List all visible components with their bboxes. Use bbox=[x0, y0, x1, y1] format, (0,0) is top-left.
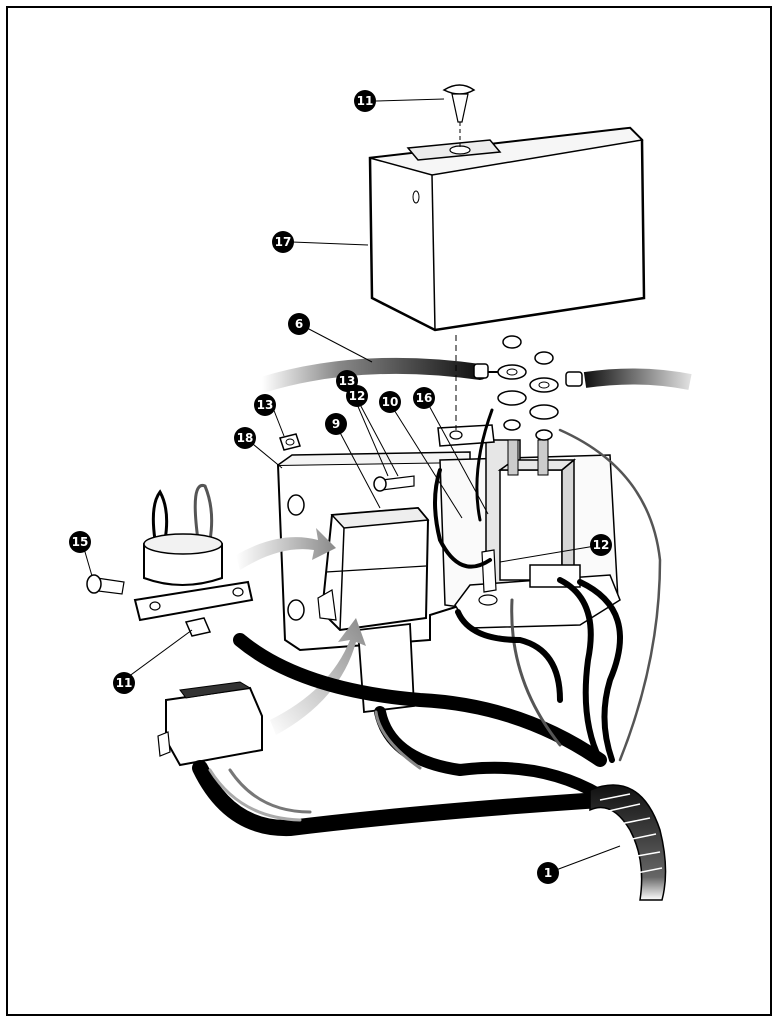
callout-number: 6 bbox=[295, 317, 303, 331]
callout-number: 11 bbox=[116, 676, 133, 690]
callout-number: 15 bbox=[72, 535, 89, 549]
callout-18: 18 bbox=[234, 427, 256, 449]
callout-11-top: 11 bbox=[354, 90, 376, 112]
callout-6: 6 bbox=[288, 313, 310, 335]
callout-number: 10 bbox=[382, 395, 399, 409]
callout-number: 9 bbox=[332, 417, 340, 431]
callout-number: 18 bbox=[237, 431, 254, 445]
callout-9: 9 bbox=[325, 413, 347, 435]
harness-conduit bbox=[589, 784, 667, 901]
callout-number: 12 bbox=[349, 389, 366, 403]
callout-number: 17 bbox=[275, 235, 292, 249]
callout-number: 11 bbox=[357, 94, 374, 108]
small-hardware bbox=[86, 433, 498, 637]
assembly-arrows bbox=[236, 528, 366, 735]
callout-number: 16 bbox=[416, 391, 433, 405]
callout-13-b: 13 bbox=[254, 394, 276, 416]
resistor-assembly bbox=[133, 484, 254, 622]
callout-16: 16 bbox=[413, 387, 435, 409]
callout-number: 13 bbox=[339, 374, 356, 388]
wiring-harness-1 bbox=[192, 408, 662, 837]
callout-12-b: 12 bbox=[590, 534, 612, 556]
callout-number: 12 bbox=[593, 538, 610, 552]
callout-15: 15 bbox=[69, 531, 91, 553]
callout-11-bottom: 11 bbox=[113, 672, 135, 694]
callout-12-a: 12 bbox=[346, 385, 368, 407]
callout-number: 13 bbox=[257, 398, 274, 412]
battery-cable-6 bbox=[254, 357, 692, 393]
solenoid-cover-17 bbox=[368, 126, 646, 430]
figure-border bbox=[6, 6, 772, 1016]
terminal-hardware bbox=[497, 335, 559, 441]
cover-screw-11 bbox=[442, 84, 476, 148]
callout-1: 1 bbox=[537, 862, 559, 884]
callout-number: 1 bbox=[544, 866, 552, 880]
callout-17: 17 bbox=[272, 231, 294, 253]
callout-10: 10 bbox=[379, 391, 401, 413]
wire-harness-connector bbox=[157, 681, 263, 767]
